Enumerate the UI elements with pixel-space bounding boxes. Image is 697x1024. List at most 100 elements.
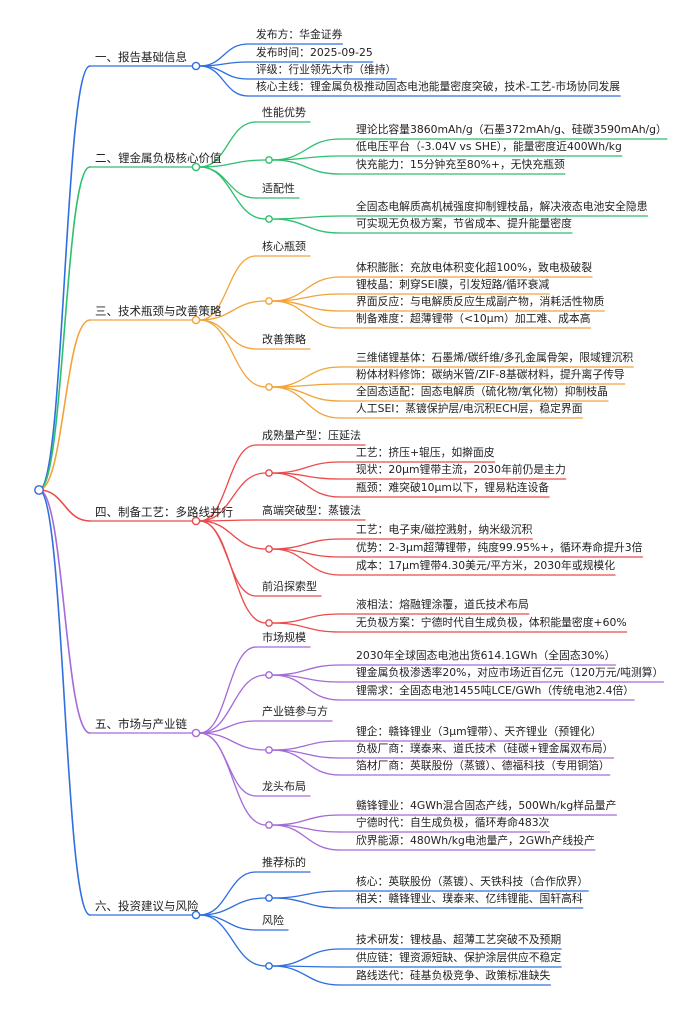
mindmap-links bbox=[38, 43, 668, 986]
root-link-5 bbox=[38, 489, 91, 734]
leaf-label-1-1: 发布方：华金证券 bbox=[256, 28, 343, 41]
branch-node-5[interactable] bbox=[191, 728, 201, 738]
sub-node-5-2[interactable] bbox=[265, 746, 273, 754]
sub-label-2-2: 适配性 bbox=[262, 182, 295, 195]
sub-label-5-2: 产业链参与方 bbox=[262, 705, 328, 718]
branch-label-1: 一、报告基础信息 bbox=[95, 50, 187, 64]
sub-node-5-1[interactable] bbox=[265, 671, 273, 679]
leaf-label-4-2-2: 优势：2-3μm超薄锂带，纯度99.95%+，循环寿命提升3倍 bbox=[356, 541, 643, 554]
sub-label-4-3: 前沿探索型 bbox=[262, 580, 317, 593]
leaf-label-5-2-1: 锂企：赣锋锂业（3μm锂带）、天齐锂业（预锂化） bbox=[356, 725, 602, 738]
sub-link-2-1 bbox=[198, 121, 257, 168]
subnode-link-3-2 bbox=[198, 319, 267, 388]
leaf-link-4-2-3 bbox=[271, 548, 341, 576]
leaf-label-3-1-2: 锂枝晶：刺穿SEI膜，引发短路/循环衰减 bbox=[356, 278, 550, 291]
leaf-link-1-4 bbox=[198, 65, 249, 97]
sub-label-3-2: 改善策略 bbox=[262, 333, 306, 346]
root-node[interactable] bbox=[34, 485, 44, 495]
subnode-link-5-2 bbox=[198, 732, 267, 751]
subnode-link-2-1 bbox=[198, 159, 267, 168]
branch-label-6: 六、投资建议与风险 bbox=[95, 899, 199, 913]
sub-node-4-3[interactable] bbox=[265, 619, 273, 627]
root-link-3 bbox=[38, 319, 91, 491]
subnode-link-2-2 bbox=[198, 166, 267, 220]
leaf-label-3-1-4: 制备难度：超薄锂带（<10μm）加工难、成本高 bbox=[356, 312, 591, 325]
leaf-label-5-1-2: 锂金属负极渗透率20%，对应市场近百亿元（120万元/吨测算） bbox=[356, 666, 664, 679]
leaf-link-2-1-3 bbox=[271, 159, 341, 175]
leaf-label-2-1-1: 理论比容量3860mAh/g（石墨372mAh/g、硅碳3590mAh/g） bbox=[356, 123, 667, 136]
subnode-link-4-3 bbox=[198, 520, 267, 624]
branch-node-2[interactable] bbox=[191, 162, 201, 172]
leaf-label-5-1-3: 锂需求：全固态电池1455吨LCE/GWh（传统电池2.4倍） bbox=[356, 684, 635, 697]
sub-link-4-1 bbox=[198, 444, 257, 522]
leaf-label-2-2-2: 可实现无负极方案，节省成本、提升能量密度 bbox=[356, 217, 572, 230]
leaf-link-5-3-3 bbox=[271, 824, 341, 851]
sub-node-6-2[interactable] bbox=[265, 962, 273, 970]
sub-label-5-1: 市场规模 bbox=[262, 631, 306, 644]
sub-link-5-1 bbox=[198, 646, 257, 734]
leaf-label-4-2-1: 工艺：电子束/磁控溅射，纳米级沉积 bbox=[356, 523, 533, 536]
leaf-link-5-2-3 bbox=[271, 749, 341, 776]
sub-label-6-2: 风险 bbox=[262, 914, 284, 927]
branch-node-1[interactable] bbox=[191, 61, 201, 71]
branch-label-5: 五、市场与产业链 bbox=[95, 717, 187, 731]
leaf-label-1-4: 核心主线：锂金属负极推动固态电池能量密度突破，技术-工艺-市场协同发展 bbox=[256, 80, 621, 93]
branch-label-4: 四、制备工艺：多路线并行 bbox=[95, 505, 233, 519]
leaf-label-2-2-1: 全固态电解质高机械强度抑制锂枝晶，解决液态电池安全隐患 bbox=[356, 200, 648, 213]
root-link-6 bbox=[38, 489, 91, 916]
branch-node-4[interactable] bbox=[191, 516, 201, 526]
branch-node-3[interactable] bbox=[191, 315, 201, 325]
leaf-label-4-3-2: 无负极方案：宁德时代自生成负极，体积能量密度+60% bbox=[356, 616, 627, 629]
sub-label-3-1: 核心瓶颈 bbox=[262, 240, 306, 253]
leaf-label-6-1-1: 核心：英联股份（蒸镀）、天铁科技（合作欣界） bbox=[356, 875, 589, 888]
branch-label-2: 二、锂金属负极核心价值 bbox=[95, 151, 222, 165]
root-link-1 bbox=[38, 65, 91, 491]
leaf-label-4-2-3: 成本：17μm锂带4.30美元/平方米，2030年或规模化 bbox=[356, 559, 616, 572]
leaf-label-3-2-3: 全固态适配：固态电解质（硫化物/氧化物）抑制枝晶 bbox=[356, 385, 608, 398]
sub-label-2-1: 性能优势 bbox=[262, 106, 306, 119]
leaf-link-5-1-3 bbox=[271, 674, 341, 701]
sub-node-3-2[interactable] bbox=[265, 383, 273, 391]
subnode-link-4-2 bbox=[198, 520, 267, 550]
leaf-label-4-1-2: 现状：20μm锂带主流，2030年前仍是主力 bbox=[356, 463, 566, 476]
leaf-label-5-2-3: 箔材厂商：英联股份（蒸镀）、德福科技（专用铜箔） bbox=[356, 759, 610, 772]
leaf-link-4-3-2 bbox=[271, 622, 341, 633]
sub-node-3-1[interactable] bbox=[265, 297, 273, 305]
leaf-label-3-2-4: 人工SEI：蒸镀保护层/电沉积ECH层，稳定界面 bbox=[356, 402, 583, 415]
root-link-4 bbox=[38, 489, 91, 522]
leaf-label-6-1-2: 相关：赣锋锂业、璞泰来、亿纬锂能、国轩高科 bbox=[356, 892, 583, 905]
leaf-link-2-2-2 bbox=[271, 218, 341, 234]
subnode-link-3-1 bbox=[198, 300, 267, 321]
sub-node-2-1[interactable] bbox=[265, 156, 273, 164]
leaf-label-4-3-1: 液相法：熔融锂涂覆，道氏技术布局 bbox=[356, 598, 529, 611]
leaf-label-4-1-1: 工艺：挤压+辊压，如擀面皮 bbox=[356, 446, 495, 459]
leaf-label-6-2-3: 路线迭代：硅基负极竞争、政策标准缺失 bbox=[356, 969, 551, 982]
leaf-label-4-1-3: 瓶颈：难突破10μm以下，锂易粘连设备 bbox=[356, 481, 550, 494]
subnode-link-5-3 bbox=[198, 732, 267, 826]
sub-node-4-1[interactable] bbox=[265, 469, 273, 477]
sub-node-2-2[interactable] bbox=[265, 215, 273, 223]
sub-label-4-2: 高端突破型：蒸镀法 bbox=[262, 504, 361, 517]
sub-link-3-1 bbox=[198, 255, 257, 321]
sub-node-4-2[interactable] bbox=[265, 545, 273, 553]
sub-node-6-1[interactable] bbox=[265, 894, 273, 902]
leaf-link-3-2-4 bbox=[271, 386, 341, 419]
leaf-label-6-2-1: 技术研发：锂枝晶、超薄工艺突破不及预期 bbox=[356, 933, 562, 946]
branch-label-3: 三、技术瓶颈与改善策略 bbox=[95, 304, 222, 318]
leaf-label-1-2: 发布时间：2025-09-25 bbox=[256, 46, 373, 59]
branch-node-6[interactable] bbox=[191, 910, 201, 920]
leaf-label-5-3-1: 赣锋锂业：4GWh混合固态产线，500Wh/kg样品量产 bbox=[356, 799, 617, 812]
leaf-label-3-2-2: 粉体材料修饰：碳纳米管/ZIF-8基碳材料，提升离子传导 bbox=[356, 368, 625, 381]
leaf-link-4-1-3 bbox=[271, 472, 341, 498]
leaf-label-1-3: 评级：行业领先大市（维持） bbox=[256, 63, 397, 76]
leaf-label-3-1-1: 体积膨胀：充放电体积变化超100%，致电极破裂 bbox=[356, 261, 593, 274]
subnode-link-6-1 bbox=[198, 897, 267, 916]
leaf-label-3-2-1: 三维储锂基体：石墨烯/碳纤维/多孔金属骨架，限域锂沉积 bbox=[356, 351, 634, 364]
sub-label-6-1: 推荐标的 bbox=[262, 856, 306, 869]
root-link-2 bbox=[38, 166, 91, 491]
sub-node-5-3[interactable] bbox=[265, 821, 273, 829]
leaf-label-2-1-2: 低电压平台（-3.04V vs SHE），能量密度近400Wh/kg bbox=[356, 140, 622, 153]
leaf-label-3-1-3: 界面反应：与电解质反应生成副产物，消耗活性物质 bbox=[356, 295, 605, 308]
